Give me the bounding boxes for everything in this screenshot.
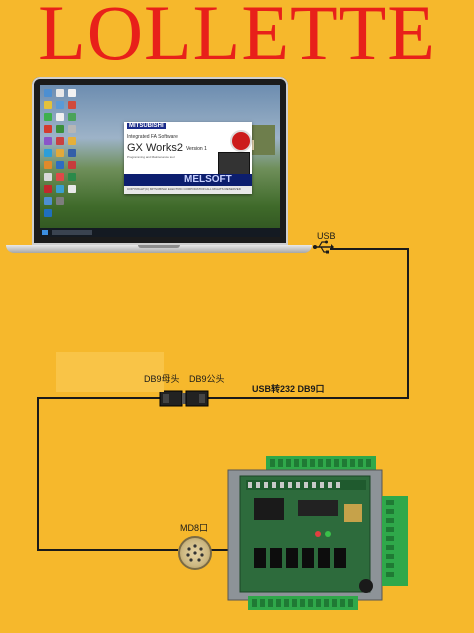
desktop-icon: [56, 197, 64, 205]
desktop-icon: [44, 197, 52, 205]
desktop-icon: [56, 137, 64, 145]
cable-label: USB转232 DB9口: [252, 384, 325, 394]
desktop-icon: [56, 149, 64, 157]
desktop-icon: [44, 137, 52, 145]
splash-version: Version 1: [186, 146, 207, 152]
start-icon: [42, 230, 48, 235]
splash-product-name: MELSOFT: [184, 174, 232, 185]
desktop-icon: [68, 161, 76, 169]
usb-label: USB: [317, 231, 336, 241]
desktop-icon: [44, 113, 52, 121]
md8-cable-line: [37, 397, 178, 551]
mitsubishi-logo-icon: [230, 130, 252, 152]
desktop-icon: [56, 89, 64, 97]
desktop-icon: [68, 101, 76, 109]
splash-maker-label: MITSUBISHI: [127, 123, 166, 129]
desktop-icon: [44, 161, 52, 169]
desktop-icon: [44, 89, 52, 97]
laptop-screen: MITSUBISHI Integrated FA Software GX Wor…: [40, 85, 280, 237]
desktop-icon: [44, 209, 52, 217]
splash-copyright: COPYRIGHT(C) MITSUBISHI ELECTRIC CORPORA…: [127, 187, 241, 191]
desktop-icon: [68, 173, 76, 181]
desktop-icon: [56, 173, 64, 181]
plc-pcb: [239, 475, 371, 593]
label-placeholder-box: [56, 352, 164, 392]
db9-female-label: DB9母头: [144, 374, 180, 384]
desktop-icon: [56, 113, 64, 121]
splash-header: [124, 122, 252, 132]
gx-works2-splash-window: MITSUBISHI Integrated FA Software GX Wor…: [124, 122, 252, 194]
desktop-icon: [56, 101, 64, 109]
desktop-icon: [68, 125, 76, 133]
desktop-icon: [56, 161, 64, 169]
usb-icon: [313, 240, 334, 254]
desktop-icon: [68, 149, 76, 157]
md8-port-icon: [178, 536, 212, 570]
desktop-icon: [44, 185, 52, 193]
splash-product-bar: [124, 174, 252, 186]
desktop-icon: [56, 185, 64, 193]
desktop-icon: [44, 101, 52, 109]
splash-description: Programming and Maintenance tool: [127, 155, 175, 159]
taskbar: [40, 228, 280, 237]
desktop-icon: [68, 113, 76, 121]
brand-title: LOLLETTE: [38, 0, 436, 76]
splash-footer: [124, 186, 252, 194]
desktop-icon: [68, 137, 76, 145]
laptop-notch: [138, 245, 180, 248]
md8-label: MD8口: [180, 523, 209, 533]
usb-cable-line: [200, 248, 409, 399]
desktop-icon: [44, 149, 52, 157]
taskbar-search: [52, 230, 92, 235]
desktop-icon: [44, 125, 52, 133]
right-terminal-block: [382, 496, 408, 586]
splash-subtitle: Integrated FA Software: [127, 134, 178, 140]
db9-connector-icon: [159, 390, 209, 407]
desktop-icon: [68, 89, 76, 97]
desktop-icon: [68, 185, 76, 193]
desktop-icon: [44, 173, 52, 181]
plc-board: [227, 456, 408, 610]
desktop-icon: [56, 125, 64, 133]
db9-male-label: DB9公头: [189, 374, 225, 384]
laptop-base: [6, 245, 312, 253]
splash-title: GX Works2: [127, 142, 184, 154]
